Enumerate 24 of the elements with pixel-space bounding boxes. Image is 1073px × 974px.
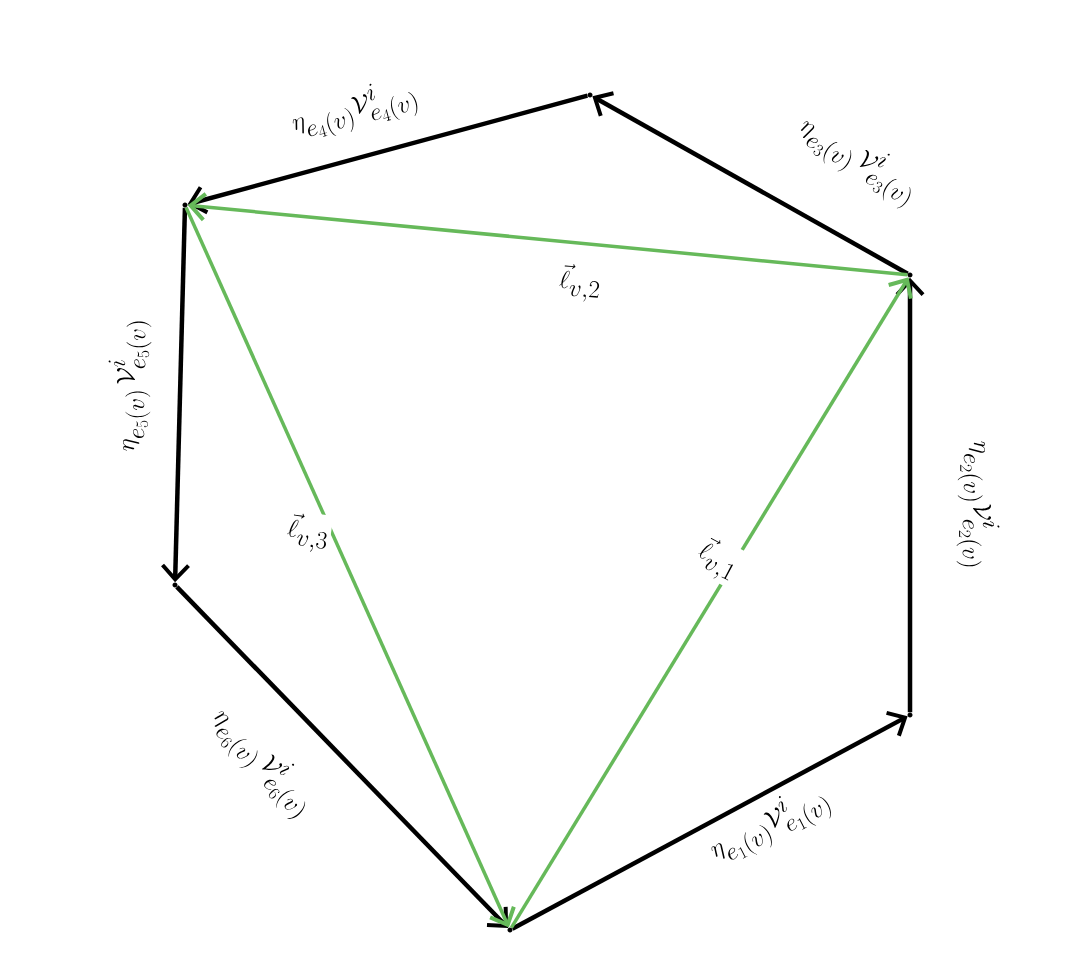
- edge-label: $\eta_{e_1(v)}\mathcal{V}^i_{e_1(v)}$: [700, 774, 840, 876]
- vertex-point: [907, 272, 913, 278]
- vertex-point: [907, 712, 913, 718]
- edge-label: $\vec{\ell}_{v,3}$: [282, 509, 334, 557]
- edge-label: $\vec{\ell}_{v,2}$: [555, 261, 605, 305]
- arrow: [184, 206, 516, 928]
- arrow: [187, 192, 908, 277]
- arrow: [161, 207, 190, 583]
- edge-label: $\eta_{e_4(v)}\mathcal{V}^i_{e_4(v)}$: [285, 70, 425, 150]
- vertex-point: [587, 92, 593, 98]
- edge-label: $\eta_{e_5(v)}\,\mathcal{V}^i_{e_5(v)}$: [106, 316, 154, 454]
- vertex-point: [172, 582, 178, 588]
- arrow: [592, 91, 909, 276]
- arrow: [175, 585, 509, 929]
- arrow: [511, 710, 908, 931]
- arrow: [509, 277, 913, 929]
- vertex-point: [507, 927, 513, 933]
- vertex-point: [182, 202, 188, 208]
- edge-label: $\vec{\ell}_{v,1}$: [688, 531, 748, 589]
- edge-label: $\eta_{e_3(v)}\,\mathcal{V}^i_{e_3(v)}$: [787, 104, 929, 216]
- arrow: [187, 93, 588, 215]
- arrow: [895, 277, 925, 713]
- edge-label: $\eta_{e_2(v)}\mathcal{V}^i_{e_2(v)}$: [954, 438, 1002, 572]
- edge-label: $\eta_{e_6(v)}\,\mathcal{V}^i_{e_6(v)}$: [197, 696, 327, 828]
